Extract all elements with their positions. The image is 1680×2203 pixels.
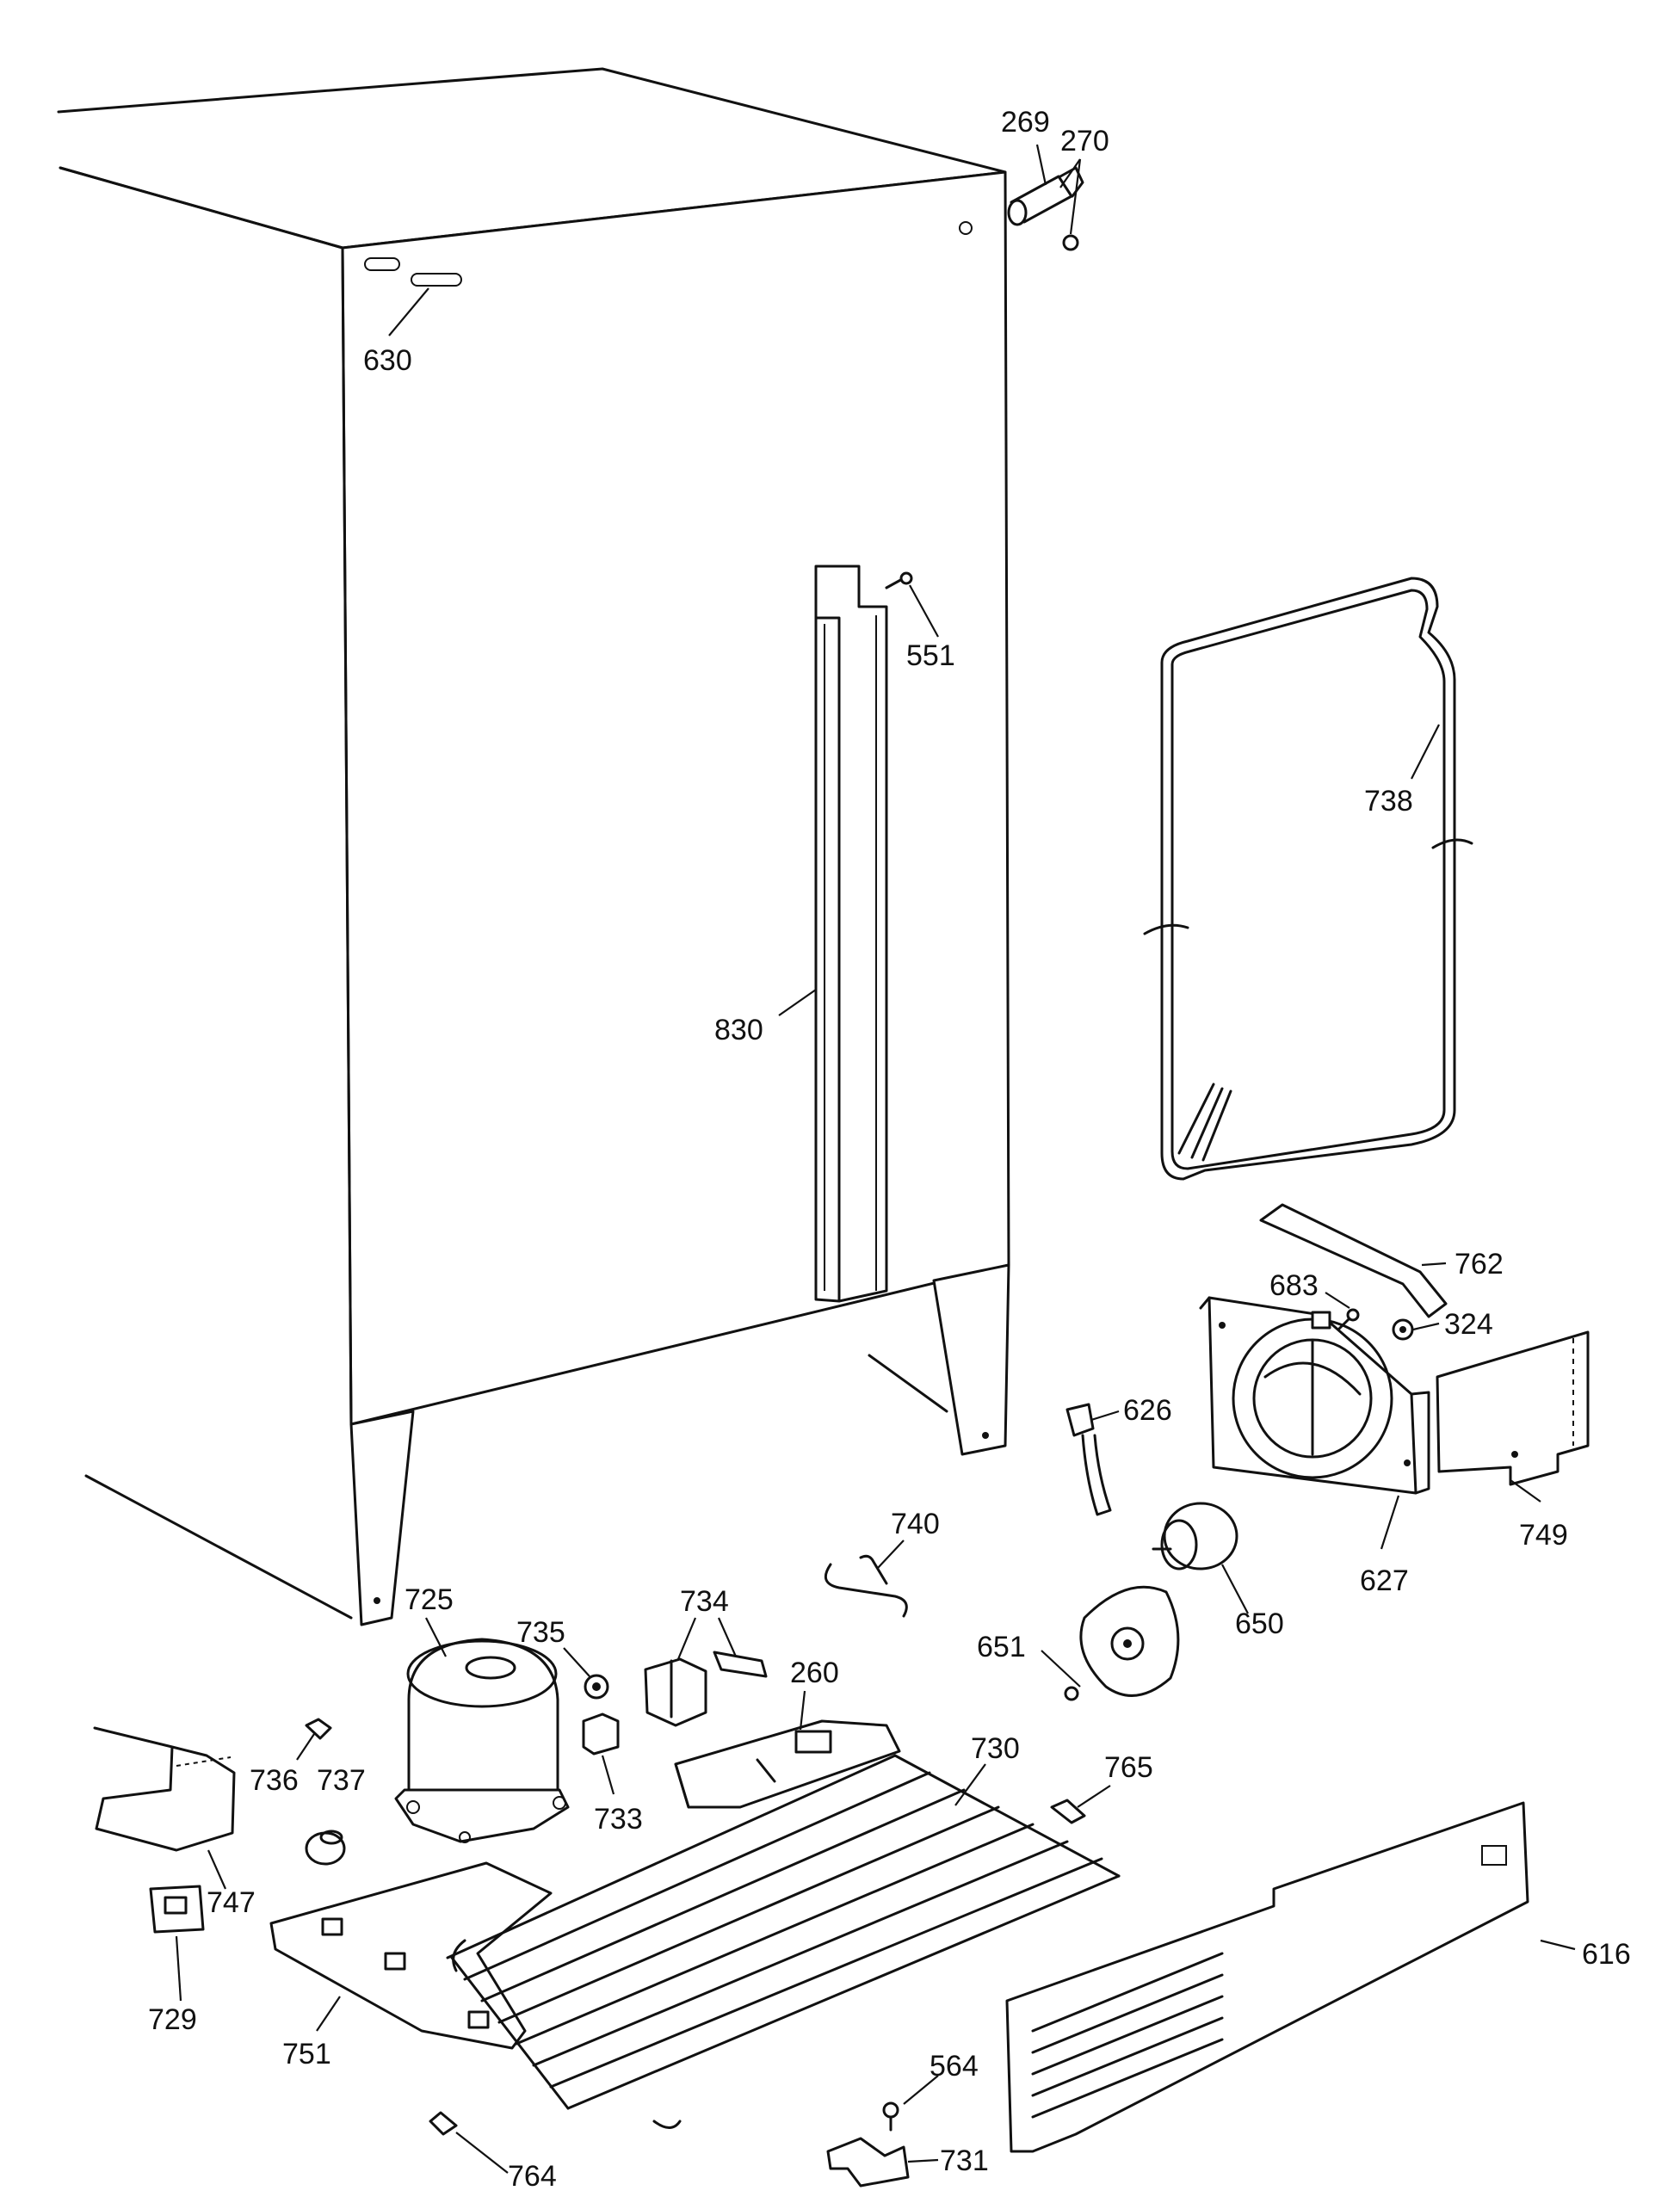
label-731: 731	[940, 2144, 989, 2177]
label-733: 733	[594, 1803, 643, 1836]
part-324-grommet	[1392, 1318, 1414, 1341]
refrigerator-cabinet	[57, 67, 1010, 1626]
label-738: 738	[1364, 785, 1413, 818]
label-650: 650	[1235, 1608, 1284, 1640]
part-650-fan-motor	[1152, 1502, 1238, 1570]
label-651: 651	[977, 1631, 1026, 1663]
label-729: 729	[148, 2003, 197, 2036]
part-651-fan-blade	[1064, 1585, 1180, 1701]
label-765: 765	[1104, 1751, 1153, 1784]
label-734: 734	[680, 1585, 729, 1618]
label-324: 324	[1444, 1308, 1493, 1341]
part-749-cover-panel	[1436, 1330, 1590, 1486]
part-626-power-cord	[1065, 1403, 1112, 1516]
part-627-fan-shroud	[1199, 1296, 1430, 1495]
part-551-screw	[885, 571, 913, 589]
part-765-clip	[1050, 1799, 1086, 1824]
label-749: 749	[1519, 1519, 1568, 1552]
label-683: 683	[1269, 1269, 1319, 1302]
label-551: 551	[906, 639, 955, 672]
label-564: 564	[930, 2050, 979, 2083]
label-627: 627	[1360, 1564, 1409, 1597]
label-270: 270	[1060, 125, 1109, 157]
part-733-relay-cover	[582, 1712, 620, 1756]
part-830-trim-strip	[814, 565, 888, 1303]
label-616: 616	[1582, 1938, 1631, 1971]
label-630: 630	[363, 344, 412, 377]
part-764-clip	[429, 2111, 458, 2136]
part-269-hinge-pin	[1007, 166, 1084, 251]
part-734-overload	[644, 1651, 768, 1727]
label-260: 260	[790, 1657, 839, 1689]
part-564-screw	[882, 2101, 899, 2132]
part-731-bracket	[826, 2137, 910, 2188]
part-729-relay	[149, 1885, 205, 1934]
label-740: 740	[891, 1508, 940, 1540]
label-830: 830	[714, 1014, 763, 1046]
part-725-compressor	[394, 1638, 570, 1843]
part-735-grommet	[584, 1674, 609, 1700]
label-725: 725	[405, 1583, 454, 1616]
part-762-foam-strip	[1259, 1203, 1448, 1318]
part-683-screw	[1337, 1308, 1360, 1331]
part-730-condenser-coil	[446, 1754, 1121, 2129]
label-269: 269	[1001, 106, 1050, 139]
part-616-rear-grille	[1005, 1801, 1529, 2153]
part-738-heater-loop	[1143, 577, 1473, 1181]
part-736-clip	[305, 1718, 332, 1740]
part-number-labels: 269 270 630 551 738 830 762 683 324 626 …	[148, 106, 1631, 2193]
label-735: 735	[516, 1616, 565, 1649]
label-751: 751	[282, 2038, 331, 2070]
part-751-base-plate	[269, 1861, 553, 2050]
label-737: 737	[317, 1764, 366, 1797]
part-740-clip	[824, 1554, 908, 1618]
label-736: 736	[250, 1764, 299, 1797]
label-626: 626	[1123, 1394, 1172, 1427]
label-762: 762	[1455, 1248, 1504, 1280]
leader-lines	[175, 144, 1576, 2174]
label-747: 747	[207, 1886, 256, 1919]
label-730: 730	[971, 1732, 1020, 1765]
label-764: 764	[508, 2160, 557, 2193]
part-747-cover	[93, 1726, 236, 1852]
part-737-grommet	[305, 1830, 346, 1866]
part-260-drain-pan	[674, 1719, 901, 1809]
